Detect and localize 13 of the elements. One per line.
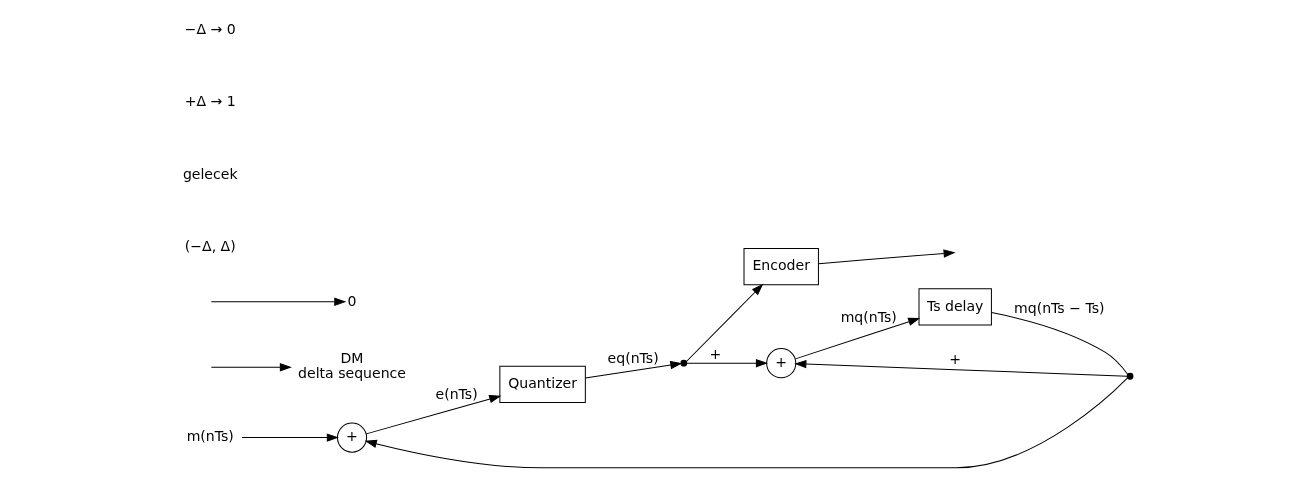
node-text: 0	[347, 292, 357, 309]
label: gelecek	[182, 165, 238, 182]
node-text: m(nTs)	[186, 428, 234, 445]
edge-label: +	[709, 346, 722, 363]
label: +Δ → 1	[184, 93, 236, 110]
edge-label: eq(nTs)	[607, 350, 659, 367]
label: (−Δ, Δ)	[184, 238, 236, 255]
node-text: DM delta sequence	[298, 350, 406, 382]
edge-label: mq(nTs − Ts)	[1014, 300, 1105, 317]
label: −Δ → 0	[184, 21, 236, 38]
edge-label: +	[949, 351, 962, 368]
edge-label: e(nTs)	[435, 385, 478, 402]
edge-label: mq(nTs)	[840, 309, 897, 326]
